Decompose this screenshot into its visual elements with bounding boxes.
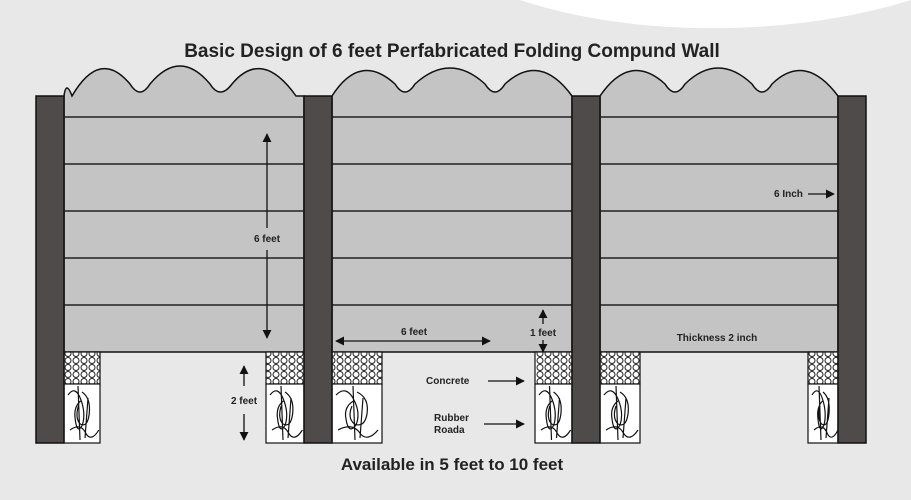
foundation-block xyxy=(63,351,101,444)
rubber-fill xyxy=(63,383,101,444)
panel-height-dimension: 6 feet xyxy=(254,133,281,339)
wall-panel-left xyxy=(63,65,305,353)
rubber-fill xyxy=(265,383,305,444)
post-width-label: 6 Inch xyxy=(774,189,803,200)
foundation-block xyxy=(807,351,839,444)
panel-slab-lines xyxy=(64,116,838,306)
thickness-label: Thickness 2 inch xyxy=(677,333,758,344)
rubber-fill xyxy=(599,383,641,444)
rubble-pattern xyxy=(538,385,572,441)
rubber-callout: Rubber Roada xyxy=(434,413,525,436)
posts xyxy=(35,95,867,444)
concrete-callout: Concrete xyxy=(426,376,525,387)
foundation-block xyxy=(534,351,573,444)
concrete-gravel xyxy=(807,351,839,385)
post-1 xyxy=(35,95,65,444)
diagram-title: Basic Design of 6 feet Perfabricated Fol… xyxy=(184,41,720,62)
wall-panel-middle xyxy=(331,67,573,353)
post-width-dimension: 6 Inch xyxy=(774,189,835,200)
foundation-depth-dimension: 2 feet xyxy=(231,365,258,441)
rubber-label-line1: Rubber xyxy=(434,413,469,424)
rubble-pattern xyxy=(269,385,303,441)
foundation-block xyxy=(331,351,383,444)
foundation-block xyxy=(265,351,305,444)
foundation-block xyxy=(599,351,641,444)
post-2 xyxy=(303,95,333,444)
rubber-label-line2: Roada xyxy=(434,425,465,436)
concrete-gravel xyxy=(331,351,383,385)
post-4 xyxy=(837,95,867,444)
panel-width-dimension: 6 feet xyxy=(335,327,491,346)
rubble-pattern xyxy=(811,385,839,441)
concrete-gravel xyxy=(599,351,641,385)
panel-height-label: 6 feet xyxy=(254,234,281,245)
slab-dimension: 1 feet xyxy=(530,309,557,353)
rubber-fill xyxy=(331,383,383,444)
rubble-pattern xyxy=(67,385,100,441)
background-curve xyxy=(520,0,911,29)
rubber-fill xyxy=(534,383,573,444)
rubble-pattern xyxy=(335,385,379,441)
rubber-fill xyxy=(807,383,839,444)
slab-height-label: 1 feet xyxy=(530,328,557,339)
panel-width-label: 6 feet xyxy=(401,327,428,338)
concrete-gravel xyxy=(534,351,573,385)
rubble-pattern xyxy=(603,385,639,441)
concrete-gravel xyxy=(63,351,101,385)
foundation-depth-label: 2 feet xyxy=(231,396,258,407)
concrete-gravel xyxy=(265,351,305,385)
availability-note: Available in 5 feet to 10 feet xyxy=(341,455,564,474)
concrete-label: Concrete xyxy=(426,376,470,387)
wall-panel-right xyxy=(599,67,839,353)
post-3 xyxy=(571,95,601,444)
